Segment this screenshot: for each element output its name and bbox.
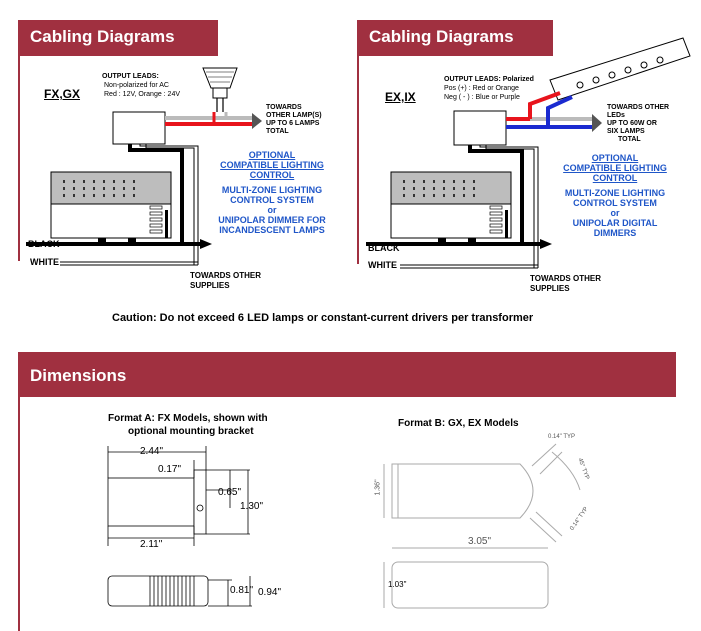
format-b-top-view bbox=[383, 443, 581, 549]
transformer-right bbox=[453, 110, 507, 146]
optional-control-left: OPTIONAL COMPATIBLE LIGHTING CONTROL bbox=[212, 150, 332, 180]
opt3-right: CONTROL bbox=[592, 173, 638, 183]
mz5-left: INCANDESCENT LAMPS bbox=[219, 225, 325, 235]
multizone-right: MULTI-ZONE LIGHTING CONTROL SYSTEM or UN… bbox=[547, 188, 683, 238]
format-a-side-view bbox=[107, 575, 252, 607]
opt2-left: COMPATIBLE LIGHTING bbox=[220, 160, 324, 170]
cabling-title-right: Cabling Diagrams bbox=[369, 27, 514, 46]
multizone-left: MULTI-ZONE LIGHTING CONTROL SYSTEM or UN… bbox=[204, 185, 340, 235]
dim-a-017: 0.17" bbox=[158, 464, 182, 475]
mz3-right: or bbox=[610, 208, 620, 218]
dim-b-305: 3.05" bbox=[468, 536, 492, 547]
towards-line4-right: SIX LAMPS bbox=[607, 128, 645, 135]
caution-text: Caution: Do not exceed 6 LED lamps or co… bbox=[112, 312, 534, 324]
towards-line2-left: OTHER LAMP(S) bbox=[266, 112, 322, 119]
towards-line2-right: LEDs bbox=[607, 112, 625, 119]
format-a-line1: Format A: FX Models, shown with bbox=[108, 413, 268, 424]
model-label-right: EX,IX bbox=[385, 90, 416, 104]
cabling-header-left: Cabling Diagrams bbox=[18, 20, 218, 56]
towards-line5-right: TOTAL bbox=[618, 136, 641, 143]
mz3-left: or bbox=[267, 205, 277, 215]
towards-line3-left: UP TO 6 LAMPS bbox=[266, 120, 320, 127]
opt1-right: OPTIONAL bbox=[591, 153, 639, 163]
opt1-left: OPTIONAL bbox=[248, 150, 296, 160]
format-b-title: Format B: GX, EX Models bbox=[398, 418, 519, 429]
dim-a-065: 0.65" bbox=[218, 487, 242, 498]
leads-line1-right: Pos (+) : Red or Orange bbox=[444, 85, 519, 92]
format-a-line2: optional mounting bracket bbox=[128, 426, 254, 437]
supplies2-right: SUPPLIES bbox=[530, 284, 570, 293]
mz1-right: MULTI-ZONE LIGHTING bbox=[564, 188, 666, 198]
dim-b-103: 1.03" bbox=[388, 580, 407, 589]
supplies1-right: TOWARDS OTHER bbox=[530, 274, 601, 283]
opt3-left: CONTROL bbox=[249, 170, 295, 180]
lamp-icon-left bbox=[202, 67, 238, 112]
white-label-left: WHITE bbox=[30, 257, 59, 267]
dim-a-081: 0.81" bbox=[230, 585, 254, 596]
opt2-right: COMPATIBLE LIGHTING bbox=[563, 163, 667, 173]
mz2-left: CONTROL SYSTEM bbox=[230, 195, 314, 205]
dim-a-094: 0.94" bbox=[258, 587, 282, 598]
dimmer-leds-right bbox=[403, 180, 475, 197]
dimensions-header: Dimensions bbox=[18, 352, 676, 397]
black-label-left: BLACK bbox=[28, 239, 60, 249]
cabling-right-border bbox=[357, 56, 359, 264]
format-a-top-view bbox=[107, 446, 250, 546]
dimensions-title: Dimensions bbox=[30, 366, 127, 385]
mz4-right: UNIPOLAR DIGITAL bbox=[572, 218, 658, 228]
dim-a-244: 2.44" bbox=[140, 446, 164, 457]
dim-a-130: 1.30" bbox=[240, 501, 264, 512]
optional-control-right: OPTIONAL COMPATIBLE LIGHTING CONTROL bbox=[555, 153, 675, 183]
supplies1-left: TOWARDS OTHER bbox=[190, 271, 261, 280]
format-b-side-view bbox=[383, 561, 549, 609]
dimensions-border bbox=[18, 397, 20, 631]
transformer-left bbox=[112, 111, 166, 145]
white-label-right: WHITE bbox=[368, 260, 397, 270]
dim-a-211: 2.11" bbox=[140, 539, 163, 550]
dim-b-014-top: 0.14" TYP bbox=[548, 434, 576, 440]
towards-line1-left: TOWARDS bbox=[266, 104, 302, 111]
leads-title-left: OUTPUT LEADS: bbox=[102, 73, 159, 80]
leads-title-right: OUTPUT LEADS: Polarized bbox=[444, 76, 534, 83]
dim-b-136: 1.36" bbox=[374, 479, 382, 496]
dimmer-left bbox=[50, 171, 172, 244]
leads-line2-left: Red : 12V, Orange : 24V bbox=[104, 91, 181, 98]
model-label-left: FX,GX bbox=[44, 87, 81, 101]
supplies2-left: SUPPLIES bbox=[190, 281, 230, 290]
mz4-left: UNIPOLAR DIMMER FOR bbox=[218, 215, 326, 225]
cabling-header-right: Cabling Diagrams bbox=[357, 20, 553, 56]
cabling-left-border bbox=[18, 56, 20, 261]
mz2-right: CONTROL SYSTEM bbox=[573, 198, 657, 208]
cabling-title-left: Cabling Diagrams bbox=[30, 27, 175, 46]
mz1-left: MULTI-ZONE LIGHTING bbox=[221, 185, 323, 195]
towards-line3-right: UP TO 60W OR bbox=[607, 120, 657, 127]
black-label-right: BLACK bbox=[368, 243, 400, 253]
mz5-right: DIMMERS bbox=[593, 228, 637, 238]
leads-line2-right: Neg ( - ) : Blue or Purple bbox=[444, 94, 520, 101]
towards-line4-left: TOTAL bbox=[266, 128, 289, 135]
leads-line1-left: Non-polarized for AC bbox=[104, 82, 169, 89]
dimmer-leds-left bbox=[63, 180, 135, 197]
dimmer-right bbox=[390, 171, 512, 244]
towards-line1-right: TOWARDS OTHER bbox=[607, 104, 670, 111]
